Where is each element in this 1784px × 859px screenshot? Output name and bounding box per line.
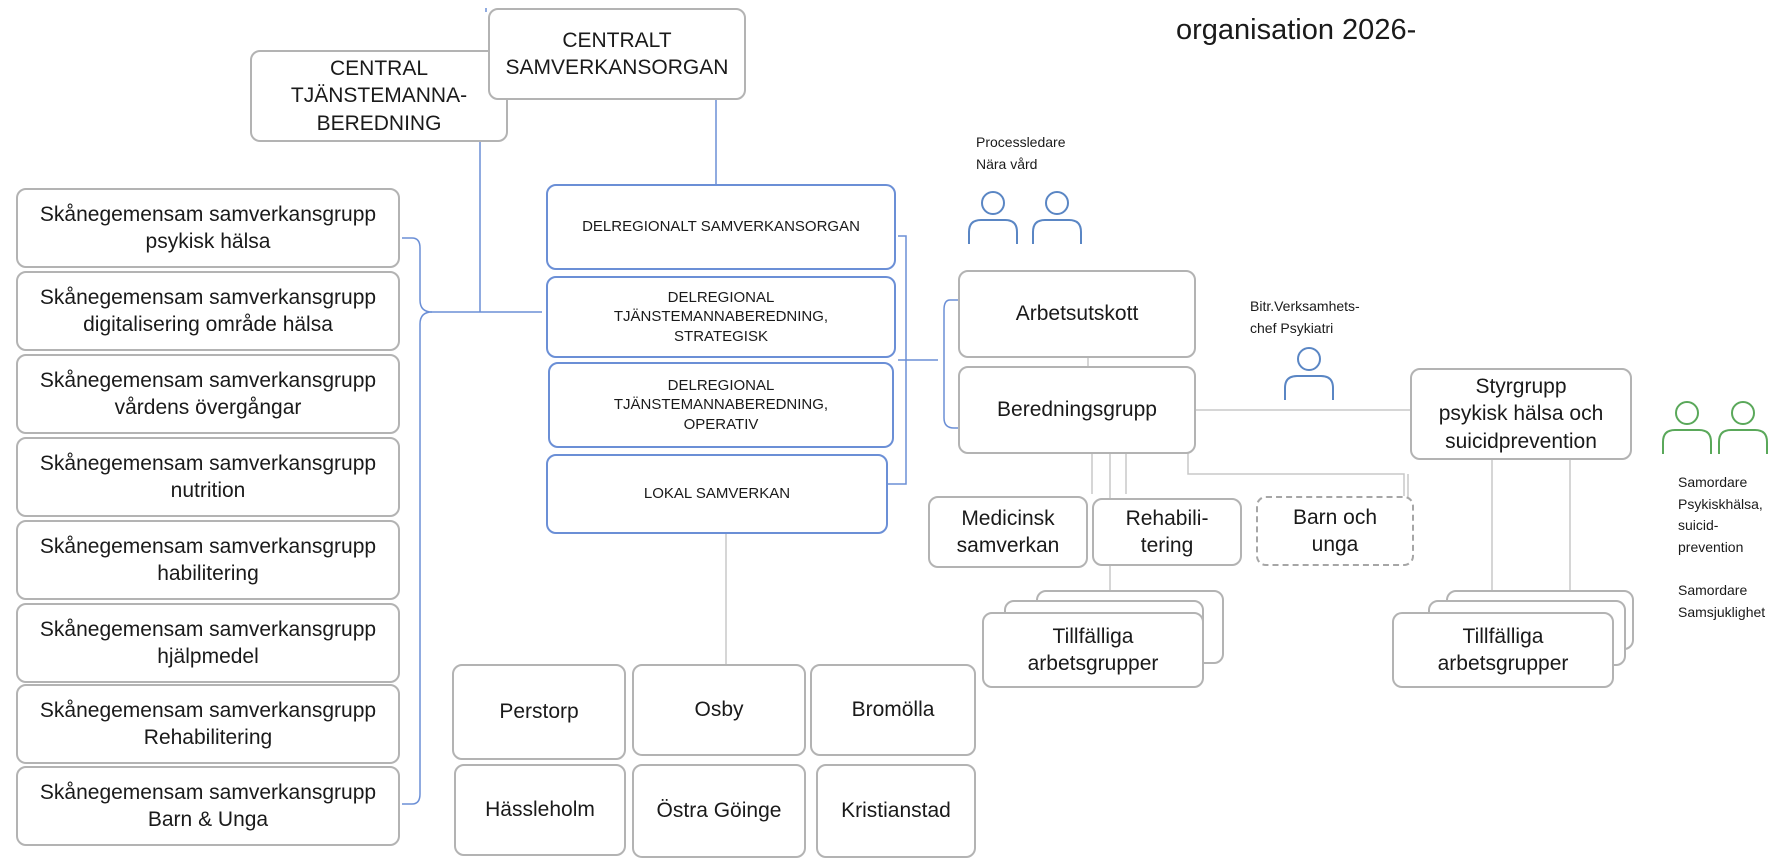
group-box-digitalisering: Skånegemensam samverkansgrupp digitalise… — [16, 271, 400, 351]
group-line-1: Skånegemensam samverkansgrupp — [39, 617, 377, 641]
tillfalliga-right-line-2: arbetsgrupper — [1437, 652, 1569, 675]
central-tjanstemanna-line-2: TJÄNSTEMANNA- — [290, 84, 468, 108]
central-samverkansorgan-line-2: SAMVERKANSORGAN — [505, 56, 729, 79]
central-tjanstemanna-line-3: BEREDNING — [316, 111, 442, 135]
samordare-1-line-2: Psykiskhälsa, — [1678, 495, 1763, 512]
group-line-2: Rehabilitering — [143, 726, 273, 749]
municipality-label: Kristianstad — [841, 799, 951, 823]
delregionalt-samverkansorgan-box: DELREGIONALT SAMVERKANSORGAN — [546, 184, 896, 270]
group-box-rehabilitering: Skånegemensam samverkansgrupp Rehabilite… — [16, 684, 400, 764]
delregional-line-1: DELREGIONAL — [667, 376, 775, 394]
barn-och-unga-box: Barn och unga — [1256, 496, 1414, 566]
samordare-samsjuklighet-label: Samordare Samsjuklighet — [1678, 580, 1765, 623]
group-line-1: Skånegemensam samverkansgrupp — [39, 534, 377, 558]
delregional-line-3: OPERATIV — [683, 415, 759, 433]
group-line-2: psykisk hälsa — [145, 230, 271, 253]
rehab-line-1: Rehabili- — [1125, 506, 1209, 530]
group-line-2: digitalisering område hälsa — [83, 313, 333, 336]
medicinsk-samverkan-box: Medicinsk samverkan — [928, 496, 1088, 568]
group-box-habilitering: Skånegemensam samverkansgrupp habiliteri… — [16, 520, 400, 600]
person-icon — [968, 191, 1018, 244]
samordare-psykiskhalsa-label: Samordare Psykiskhälsa, suicid- preventi… — [1678, 472, 1763, 559]
municipality-ostra-goinge: Östra Göinge — [632, 764, 806, 858]
processledare-line-2: Nära vård — [976, 155, 1038, 172]
group-box-barn-unga: Skånegemensam samverkansgrupp Barn & Ung… — [16, 766, 400, 846]
styrgrupp-line-2: psykisk hälsa och — [1438, 402, 1604, 426]
styrgrupp-line-3: suicidprevention — [1445, 429, 1597, 453]
person-icon — [1284, 347, 1334, 400]
central-tjanstemanna-box: CENTRAL TJÄNSTEMANNA- BEREDNING — [250, 50, 508, 142]
samordare-2-line-1: Samordare — [1678, 582, 1748, 598]
group-line-1: Skånegemensam samverkansgrupp — [39, 368, 377, 392]
group-line-2: Barn & Unga — [147, 808, 269, 831]
municipality-hassleholm: Hässleholm — [454, 764, 626, 856]
group-box-vardens-overgangar: Skånegemensam samverkansgrupp vårdens öv… — [16, 354, 400, 434]
delregional-line-1: LOKAL SAMVERKAN — [643, 485, 791, 503]
central-samverkansorgan-box: CENTRALT SAMVERKANSORGAN — [488, 8, 746, 100]
delregional-line-1: DELREGIONAL — [667, 288, 775, 306]
delregional-line-2: TJÄNSTEMANNABEREDNING, — [613, 308, 829, 326]
person-green-icon — [1718, 401, 1768, 454]
group-line-1: Skånegemensam samverkansgrupp — [39, 451, 377, 475]
municipality-label: Hässleholm — [485, 798, 595, 822]
samordare-1-line-4: prevention — [1678, 539, 1744, 556]
tillfalliga-line-2: arbetsgrupper — [1027, 652, 1159, 675]
medicinsk-line-1: Medicinsk — [961, 506, 1055, 530]
group-line-1: Skånegemensam samverkansgrupp — [39, 285, 377, 309]
municipality-label: Östra Göinge — [656, 799, 782, 823]
page-title: organisation 2026- — [1176, 14, 1417, 46]
person-icon — [1032, 191, 1082, 244]
tillfalliga-arbetsgrupper-right-box: Tillfälliga arbetsgrupper — [1392, 612, 1614, 688]
samordare-1-line-3: suicid- — [1678, 517, 1719, 534]
group-line-2: vårdens övergångar — [114, 396, 302, 419]
lokal-samverkan-box: LOKAL SAMVERKAN — [546, 454, 888, 534]
barn-line-2: unga — [1311, 533, 1359, 556]
arbetsutskott-box: Arbetsutskott — [958, 270, 1196, 358]
rehabilitering-box: Rehabili- tering — [1092, 498, 1242, 566]
group-line-2: habilitering — [157, 562, 259, 585]
delregional-strategisk-box: DELREGIONAL TJÄNSTEMANNABEREDNING, STRAT… — [546, 276, 896, 358]
group-box-hjalpmedel: Skånegemensam samverkansgrupp hjälpmedel — [16, 603, 400, 683]
group-line-1: Skånegemensam samverkansgrupp — [39, 202, 377, 226]
bitr-verksamhetschef-label: Bitr.Verksamhets- chef Psykiatri — [1250, 296, 1360, 339]
medicinsk-line-2: samverkan — [956, 534, 1060, 557]
group-line-2: nutrition — [170, 479, 246, 502]
delregional-line-1: DELREGIONALT SAMVERKANSORGAN — [582, 218, 860, 236]
barn-line-1: Barn och — [1292, 505, 1378, 529]
samordare-2-line-2: Samsjuklighet — [1678, 603, 1766, 620]
bitr-line-2: chef Psykiatri — [1250, 319, 1334, 336]
bitr-line-1: Bitr.Verksamhets- — [1250, 298, 1360, 314]
municipality-label: Perstorp — [499, 700, 579, 724]
tillfalliga-right-line-1: Tillfälliga — [1462, 624, 1544, 648]
municipality-label: Osby — [694, 698, 744, 722]
municipality-bromolla: Bromölla — [810, 664, 976, 756]
beredningsgrupp-label: Beredningsgrupp — [997, 398, 1157, 422]
group-line-1: Skånegemensam samverkansgrupp — [39, 780, 377, 804]
styrgrupp-line-1: Styrgrupp — [1475, 375, 1567, 399]
central-tjanstemanna-line-1: CENTRAL — [329, 57, 429, 81]
samordare-1-line-1: Samordare — [1678, 474, 1748, 490]
processledare-label: Processledare Nära vård — [976, 132, 1066, 175]
arbetsutskott-label: Arbetsutskott — [1015, 302, 1139, 326]
group-box-psykisk-halsa: Skånegemensam samverkansgrupp psykisk hä… — [16, 188, 400, 268]
group-line-2: hjälpmedel — [157, 645, 259, 668]
delregional-operativ-box: DELREGIONAL TJÄNSTEMANNABEREDNING, OPERA… — [548, 362, 894, 448]
tillfalliga-line-1: Tillfälliga — [1052, 624, 1134, 648]
central-samverkansorgan-line-1: CENTRALT — [562, 28, 672, 52]
rehab-line-2: tering — [1140, 534, 1194, 557]
tillfalliga-arbetsgrupper-box: Tillfälliga arbetsgrupper — [982, 612, 1204, 688]
municipality-label: Bromölla — [851, 698, 935, 722]
group-box-nutrition: Skånegemensam samverkansgrupp nutrition — [16, 437, 400, 517]
delregional-line-3: STRATEGISK — [674, 327, 768, 345]
municipality-kristianstad: Kristianstad — [816, 764, 976, 858]
beredningsgrupp-box: Beredningsgrupp — [958, 366, 1196, 454]
delregional-line-2: TJÄNSTEMANNABEREDNING, — [613, 396, 829, 414]
person-green-icon — [1662, 401, 1712, 454]
municipality-osby: Osby — [632, 664, 806, 756]
processledare-line-1: Processledare — [976, 134, 1066, 150]
styrgrupp-box: Styrgrupp psykisk hälsa och suicidpreven… — [1410, 368, 1632, 460]
group-line-1: Skånegemensam samverkansgrupp — [39, 698, 377, 722]
municipality-perstorp: Perstorp — [452, 664, 626, 760]
